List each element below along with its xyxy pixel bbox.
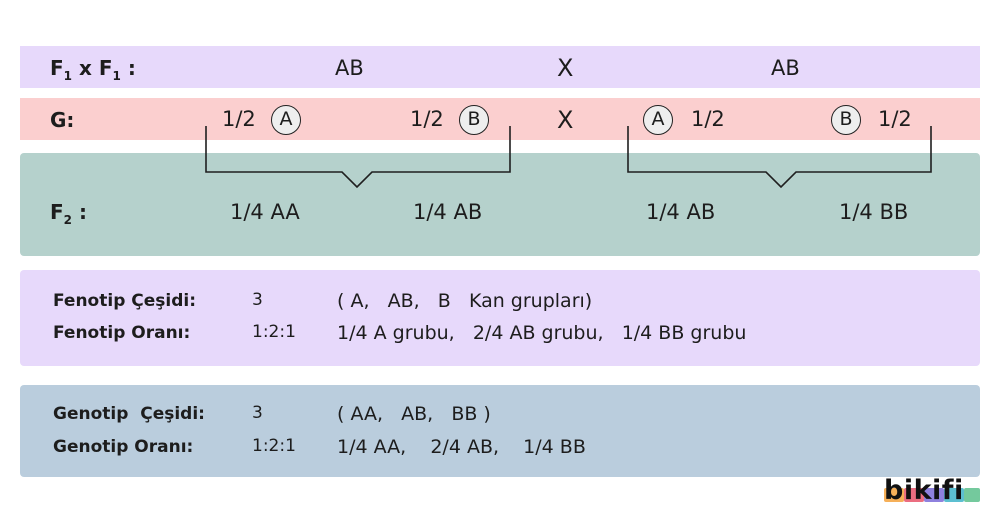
gamete-left-a-circle: A xyxy=(271,105,301,135)
gamete-right-b-circle: B xyxy=(831,105,861,135)
logo-color-bar xyxy=(944,488,964,502)
gamete-cross-symbol: X xyxy=(557,106,574,134)
gamete-left-a-ratio: 1/2 xyxy=(222,107,256,131)
f2-label: F2 : xyxy=(50,200,87,227)
genotip-cesit-label: Genotip Çeşidi: xyxy=(53,404,205,424)
logo-color-bar xyxy=(924,488,944,502)
f2-offspring-1: 1/4 AA xyxy=(230,200,300,224)
logo-color-bar xyxy=(964,488,980,502)
f2-offspring-4: 1/4 BB xyxy=(839,200,909,224)
bikifi-logo: bikifi xyxy=(884,475,984,512)
cross-brackets xyxy=(205,126,932,189)
logo-color-bar xyxy=(884,488,904,502)
genotip-cesit-value: 3 xyxy=(252,403,263,423)
logo-text: bikifi xyxy=(884,475,964,506)
genotip-cesit-detail: ( AA, AB, BB ) xyxy=(337,403,491,425)
genotip-oran-value: 1:2:1 xyxy=(252,436,296,456)
f2-offspring-3: 1/4 AB xyxy=(646,200,716,224)
gamete-right-a-circle: A xyxy=(643,105,673,135)
fenotip-cesit-detail: ( A, AB, B Kan grupları) xyxy=(337,290,593,312)
gamete-row xyxy=(20,98,980,140)
genotip-box xyxy=(20,385,980,477)
fenotip-cesit-label: Fenotip Çeşidi: xyxy=(53,291,197,311)
genotip-oran-label: Genotip Oranı: xyxy=(53,437,194,457)
f1-right-genotype: AB xyxy=(771,56,800,80)
f2-row xyxy=(20,153,980,256)
f1-label: F1 x F1 : xyxy=(50,56,136,83)
f1-left-genotype: AB xyxy=(335,56,364,80)
left-bracket xyxy=(205,126,511,189)
fenotip-oran-label: Fenotip Oranı: xyxy=(53,323,191,343)
logo-color-bar xyxy=(904,488,924,502)
gamete-right-b-ratio: 1/2 xyxy=(878,107,912,131)
f1-row xyxy=(20,46,980,88)
f1-cross-symbol: X xyxy=(557,54,574,82)
right-bracket xyxy=(627,126,932,189)
gamete-label: G: xyxy=(50,108,75,132)
fenotip-oran-detail: 1/4 A grubu, 2/4 AB grubu, 1/4 BB grubu xyxy=(337,322,747,344)
gamete-right-a-ratio: 1/2 xyxy=(691,107,725,131)
gamete-left-b-ratio: 1/2 xyxy=(410,107,444,131)
gamete-left-b-circle: B xyxy=(459,105,489,135)
genotip-oran-detail: 1/4 AA, 2/4 AB, 1/4 BB xyxy=(337,436,586,458)
f2-offspring-2: 1/4 AB xyxy=(413,200,483,224)
fenotip-cesit-value: 3 xyxy=(252,290,263,310)
fenotip-box xyxy=(20,270,980,366)
fenotip-oran-value: 1:2:1 xyxy=(252,322,296,342)
